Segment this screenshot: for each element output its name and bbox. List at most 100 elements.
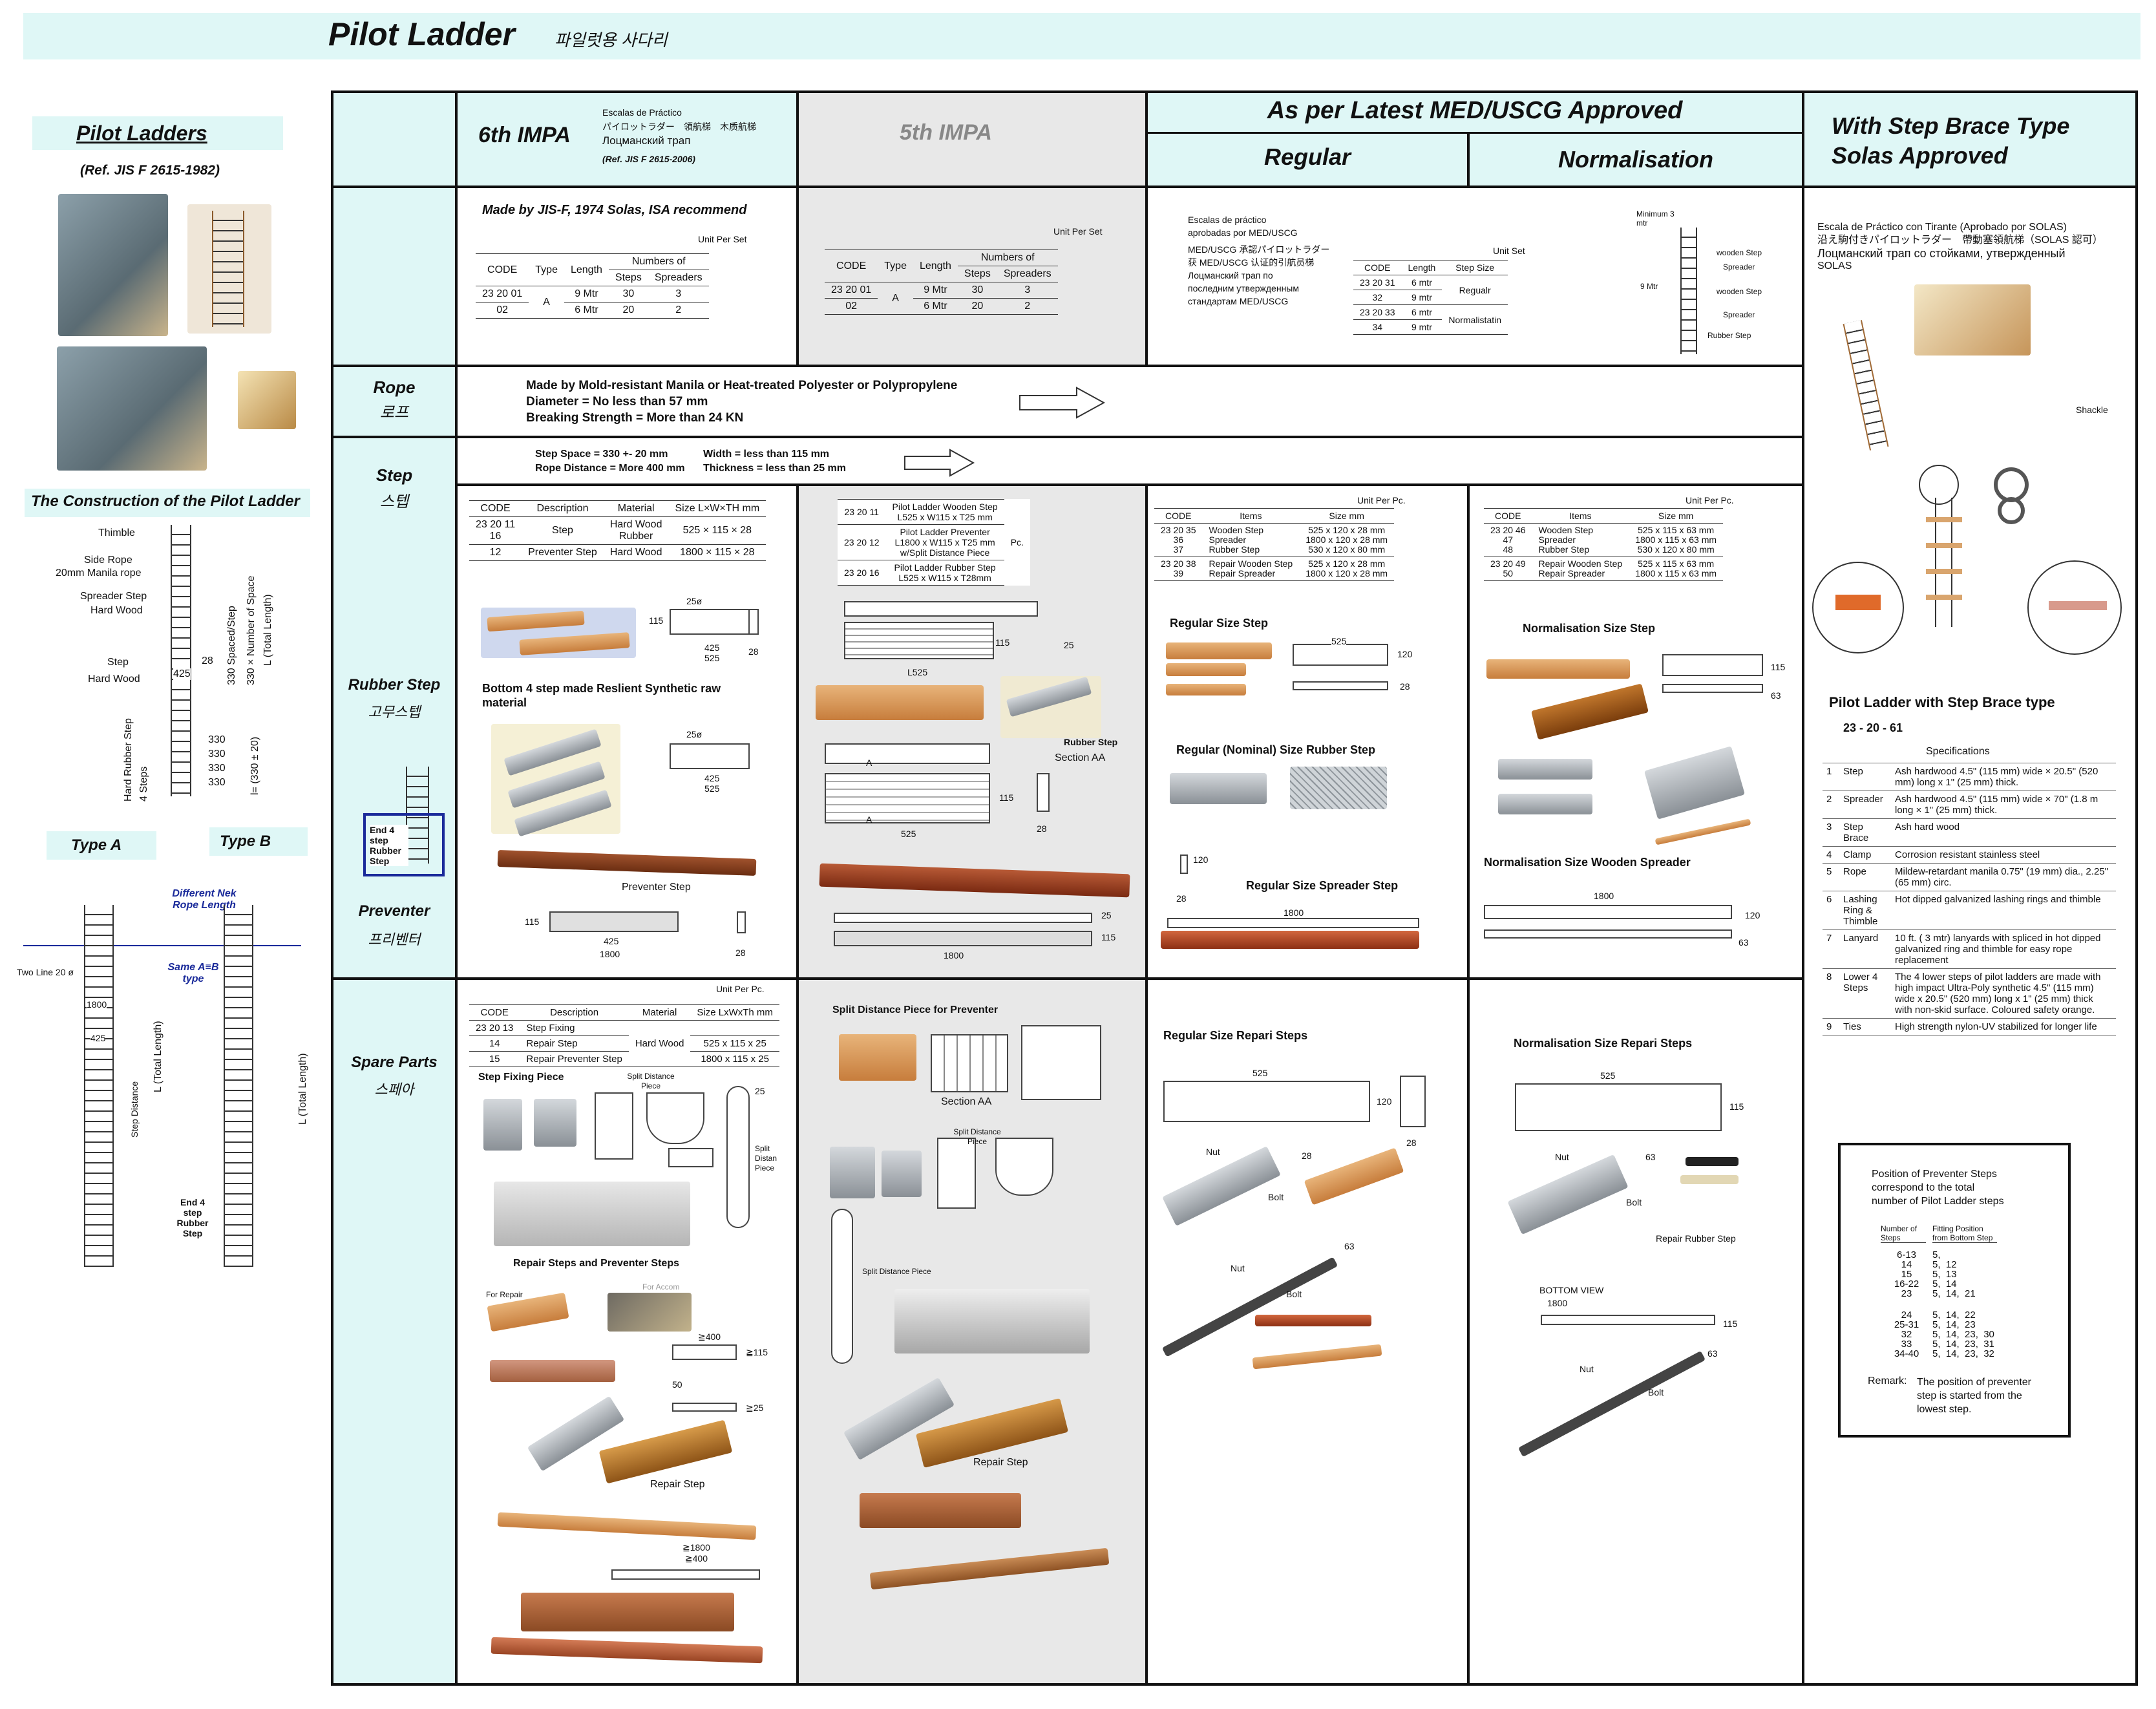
spare5-preventer-photo: [860, 1493, 1021, 1528]
construction-title-box: [25, 489, 310, 517]
norm-rubber-photo-2: [1498, 794, 1592, 814]
label-spreader-step: Spreader Step: [80, 591, 147, 602]
norm-spreader-dim-1800: 1800: [1594, 891, 1614, 901]
norm-repair-dim-63b: 63: [1707, 1348, 1718, 1359]
impa6-note-2: パイロットラダー 領航梯 木质航梯: [602, 122, 756, 132]
header-impa5: [799, 93, 1145, 186]
impa5-step-top-drawing: [844, 601, 1038, 617]
row-label-rubber-ko: 고무스텝: [368, 704, 421, 720]
med-label-wooden-1: wooden Step: [1717, 248, 1762, 257]
end-4-step-note: End 4 step Rubber Step: [370, 825, 408, 866]
dim-330-c: 330: [208, 763, 226, 774]
brace-title-2: Solas Approved: [1832, 142, 2008, 169]
reg-dim-28: 28: [1400, 681, 1410, 692]
impa6-title: 6th IMPA: [478, 123, 571, 147]
norm-repair-dim-525: 525: [1600, 1070, 1616, 1081]
dim-330-d: 330: [208, 777, 226, 788]
reg-rubber-photo-1: [1170, 773, 1267, 804]
type-a-box: [47, 831, 156, 860]
reg-repair-drawing: [1163, 1081, 1370, 1122]
impa6-ref: (Ref. JIS F 2615-2006): [602, 154, 695, 164]
label-manila-rope: 20mm Manila rope: [56, 568, 142, 579]
pos-col-fitting: Fitting Position from Bottom Step: [1932, 1224, 1997, 1243]
impa5-step-side-drawing: [844, 622, 994, 659]
header-corner: [333, 93, 455, 186]
reg-unit-per-pc: Unit Per Pc.: [1357, 495, 1406, 505]
for-repair-label: For Repair: [486, 1290, 523, 1299]
label-hard-wood-1: Hard Wood: [90, 605, 143, 616]
med-label-spreader-1: Spreader: [1723, 262, 1755, 271]
impa5-prev-dim-115: 115: [1101, 932, 1116, 942]
reg-dim-525: 525: [1331, 636, 1347, 646]
norm-repair-dim-115b: 115: [1723, 1319, 1738, 1329]
reg-step-photo-2: [1166, 663, 1246, 676]
reg-spreader-dim-1800: 1800: [1284, 908, 1304, 918]
normalisation-title: Normalisation: [1558, 146, 1714, 173]
pos-col-steps: Number of Steps: [1881, 1224, 1926, 1243]
impa5-rubber-dim-115: 115: [999, 792, 1014, 803]
dim-1800: 1800: [87, 999, 107, 1010]
ref-note: (Ref. JIS F 2615-1982): [80, 163, 220, 178]
med-title: As per Latest MED/USCG Approved: [1267, 97, 1683, 124]
split-piece-vertical-drawing: [831, 1209, 853, 1364]
impa5-dim-25: 25: [1064, 640, 1074, 650]
impa5-section-a-top: A: [866, 758, 872, 768]
ladder-small-photo: [238, 371, 296, 429]
dim-number-of-space: 330 × Number of Space: [246, 575, 257, 685]
reg-spreader-dim-120: 120: [1193, 854, 1209, 865]
rope-spec: Made by Mold-resistant Manila or Heat-tr…: [526, 379, 958, 425]
repair-steps-title: Repair Steps and Preventer Steps: [513, 1258, 679, 1269]
norm-repair-rubber-strip-1: [1686, 1157, 1739, 1166]
step-distance-label: Step Distance: [129, 1081, 140, 1138]
impa5-dim-l525: L525: [907, 667, 928, 677]
fixing-piece-drawing-1: [595, 1092, 633, 1160]
med-ladder-diagram: [1680, 228, 1697, 354]
row-label-step: Step: [375, 465, 413, 485]
split-piece-label: Split Distan Piece: [755, 1144, 777, 1173]
title-banner: [23, 13, 2140, 59]
reg-spreader-end-drawing: [1180, 854, 1188, 874]
reg-repair-end-drawing: [1400, 1076, 1426, 1127]
impa6-dim-425: 425: [704, 642, 720, 653]
spare5-split-label: Split Distance Piece: [953, 1127, 1001, 1146]
brace-assembly-diagram: [1812, 465, 2122, 655]
norm-rubber-photo-1: [1498, 759, 1592, 780]
fixing-installed-photo: [494, 1182, 690, 1246]
norm-wooden-spreader-title: Normalisation Size Wooden Spreader: [1484, 856, 1691, 869]
construction-title: The Construction of the Pilot Ladder: [31, 493, 300, 510]
row-label-rope-ko: 로프: [379, 404, 409, 421]
reference-line: [23, 945, 301, 946]
row-label-spare: Spare Parts: [351, 1054, 438, 1071]
impa6-prev-dim-28: 28: [735, 948, 746, 958]
split-piece-photo: [839, 1034, 916, 1081]
impa5-title: 5th IMPA: [900, 120, 992, 145]
impa5-prev-dim-1800: 1800: [944, 950, 964, 961]
norm-step-drawing: [1662, 654, 1763, 676]
reg-rubber-step-title: Regular (Nominal) Size Rubber Step: [1176, 743, 1376, 756]
med-unit-set: Unit Set: [1493, 246, 1525, 256]
impa5-unit-per-set: Unit Per Set: [1053, 226, 1103, 237]
reg-repair-dim-28b: 28: [1302, 1151, 1312, 1161]
impa6-prev-dim-1800: 1800: [600, 949, 620, 959]
reg-step-side-drawing: [1293, 681, 1388, 690]
impa5-section-aa: Section AA: [1055, 752, 1106, 763]
split-distance-label: Split Distance Piece: [627, 1072, 675, 1090]
impa5-rubber-top-drawing: [825, 743, 990, 764]
row-label-preventer-ko: 프리벤터: [368, 931, 421, 948]
brace-title-1: With Step Brace Type: [1832, 112, 2070, 139]
impa6-dim-25: 25ø: [686, 596, 703, 606]
type-b-label: Type B: [220, 833, 271, 850]
impa6-dim-525: 525: [704, 653, 720, 663]
norm-bottom-view-drawing: [1541, 1315, 1715, 1325]
norm-repair-drawing: [1515, 1083, 1722, 1131]
dim-425-type: 425: [90, 1033, 106, 1043]
type-b-ladder: [224, 905, 253, 1267]
spare6-unit: Unit Per Pc.: [716, 984, 765, 994]
